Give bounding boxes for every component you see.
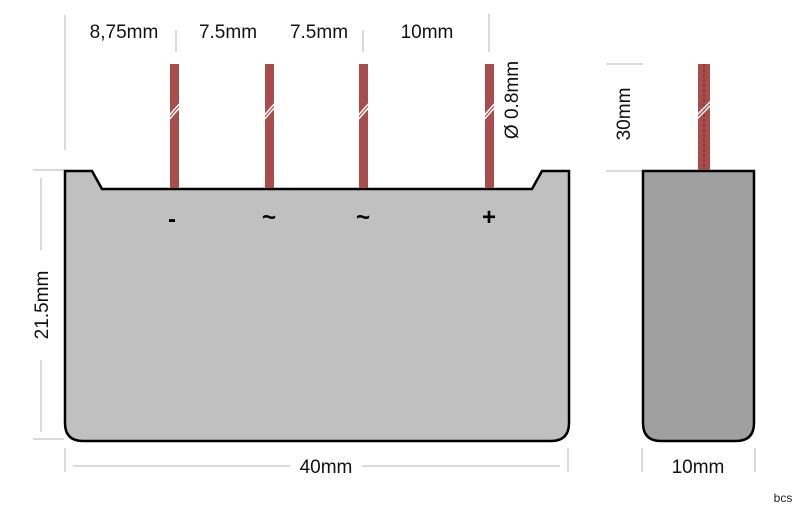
side-body xyxy=(641,169,756,443)
marking-positive: + xyxy=(482,204,496,231)
width-label: 40mm xyxy=(300,457,353,478)
pin-negative xyxy=(170,64,179,188)
marking-ac-2: ~ xyxy=(356,204,370,231)
marking-ac-1: ~ xyxy=(262,204,276,231)
spacing-label-3: 7.5mm xyxy=(290,22,348,43)
spacing-label-1: 8,75mm xyxy=(90,22,159,43)
pin-ac-2 xyxy=(359,64,368,188)
pin-ac-1 xyxy=(265,64,274,188)
pin-positive xyxy=(485,64,494,188)
pin-diameter-label: Ø 0.8mm xyxy=(502,61,523,139)
author-label: bcs xyxy=(774,491,793,505)
front-body xyxy=(63,169,571,443)
marking-negative: - xyxy=(168,206,176,233)
spacing-label-2: 7.5mm xyxy=(199,22,257,43)
side-pin xyxy=(692,64,716,170)
pin-length-label: 30mm xyxy=(614,88,635,141)
front-pins xyxy=(165,64,498,188)
height-label: 21.5mm xyxy=(32,271,53,340)
spacing-label-4: 10mm xyxy=(401,22,454,43)
depth-label: 10mm xyxy=(672,457,725,478)
spacing-dimension-lines xyxy=(33,14,756,472)
